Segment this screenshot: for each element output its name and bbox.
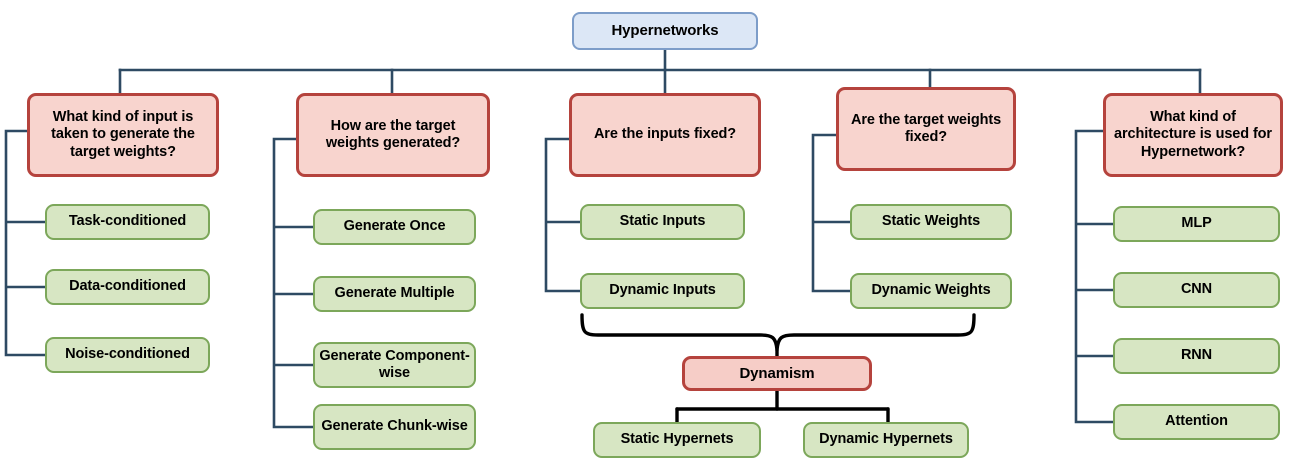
node-leaf-label: Generate Component-wise	[319, 347, 470, 381]
node-leaf-noise-conditioned[interactable]: Noise-conditioned	[45, 337, 210, 373]
node-leaf-label: Dynamic Inputs	[609, 282, 716, 299]
node-leaf-generate-once[interactable]: Generate Once	[313, 209, 476, 245]
node-question-weights-fixed[interactable]: Are the target weights fixed?	[836, 87, 1016, 171]
node-question-inputs-fixed[interactable]: Are the inputs fixed?	[569, 93, 761, 177]
node-question-generation-method[interactable]: How are the target weights generated?	[296, 93, 490, 177]
node-question-label: Are the inputs fixed?	[593, 126, 737, 143]
node-leaf-task-conditioned[interactable]: Task-conditioned	[45, 204, 210, 240]
node-dynamism-label: Dynamism	[739, 364, 815, 382]
node-leaf-label: CNN	[1180, 281, 1213, 298]
node-leaf-label: Attention	[1165, 413, 1228, 430]
node-question-label: Are the target weights fixed?	[850, 111, 1002, 145]
node-leaf-label: Dynamic Hypernets	[819, 431, 953, 448]
node-dynamism[interactable]: Dynamism	[682, 356, 872, 391]
node-root-hypernetworks[interactable]: Hypernetworks	[572, 12, 758, 50]
node-leaf-cnn[interactable]: CNN	[1113, 272, 1280, 308]
node-leaf-label: Generate Chunk-wise	[321, 418, 468, 435]
node-leaf-label: MLP	[1181, 215, 1212, 232]
node-leaf-label: Task-conditioned	[68, 213, 187, 230]
node-leaf-static-hypernets[interactable]: Static Hypernets	[593, 422, 761, 458]
node-question-input-kind[interactable]: What kind of input is taken to generate …	[27, 93, 219, 177]
node-leaf-label: Generate Multiple	[334, 285, 455, 302]
node-leaf-dynamic-weights[interactable]: Dynamic Weights	[850, 273, 1012, 309]
node-leaf-generate-multiple[interactable]: Generate Multiple	[313, 276, 476, 312]
node-leaf-label: Dynamic Weights	[871, 282, 991, 299]
node-leaf-static-weights[interactable]: Static Weights	[850, 204, 1012, 240]
node-leaf-data-conditioned[interactable]: Data-conditioned	[45, 269, 210, 305]
node-root-label: Hypernetworks	[611, 22, 719, 40]
node-leaf-label: Static Inputs	[619, 213, 706, 230]
node-question-label: What kind of input is taken to generate …	[51, 109, 195, 160]
node-leaf-label: Static Hypernets	[620, 431, 734, 448]
node-leaf-dynamic-hypernets[interactable]: Dynamic Hypernets	[803, 422, 969, 458]
node-leaf-label: Generate Once	[343, 218, 446, 235]
node-leaf-static-inputs[interactable]: Static Inputs	[580, 204, 745, 240]
node-leaf-generate-chunk-wise[interactable]: Generate Chunk-wise	[313, 404, 476, 450]
node-leaf-label: RNN	[1180, 347, 1213, 364]
node-leaf-generate-component-wise[interactable]: Generate Component-wise	[313, 342, 476, 388]
node-leaf-label: Static Weights	[881, 213, 981, 230]
node-question-label: How are the target weights generated?	[325, 117, 461, 151]
node-leaf-mlp[interactable]: MLP	[1113, 206, 1280, 242]
node-leaf-label: Noise-conditioned	[65, 346, 190, 363]
node-leaf-attention[interactable]: Attention	[1113, 404, 1280, 440]
node-question-label: What kind of architecture is used for Hy…	[1114, 109, 1272, 160]
node-question-architecture-kind[interactable]: What kind of architecture is used for Hy…	[1103, 93, 1283, 177]
node-leaf-dynamic-inputs[interactable]: Dynamic Inputs	[580, 273, 745, 309]
node-leaf-label: Data-conditioned	[69, 278, 186, 295]
node-leaf-rnn[interactable]: RNN	[1113, 338, 1280, 374]
